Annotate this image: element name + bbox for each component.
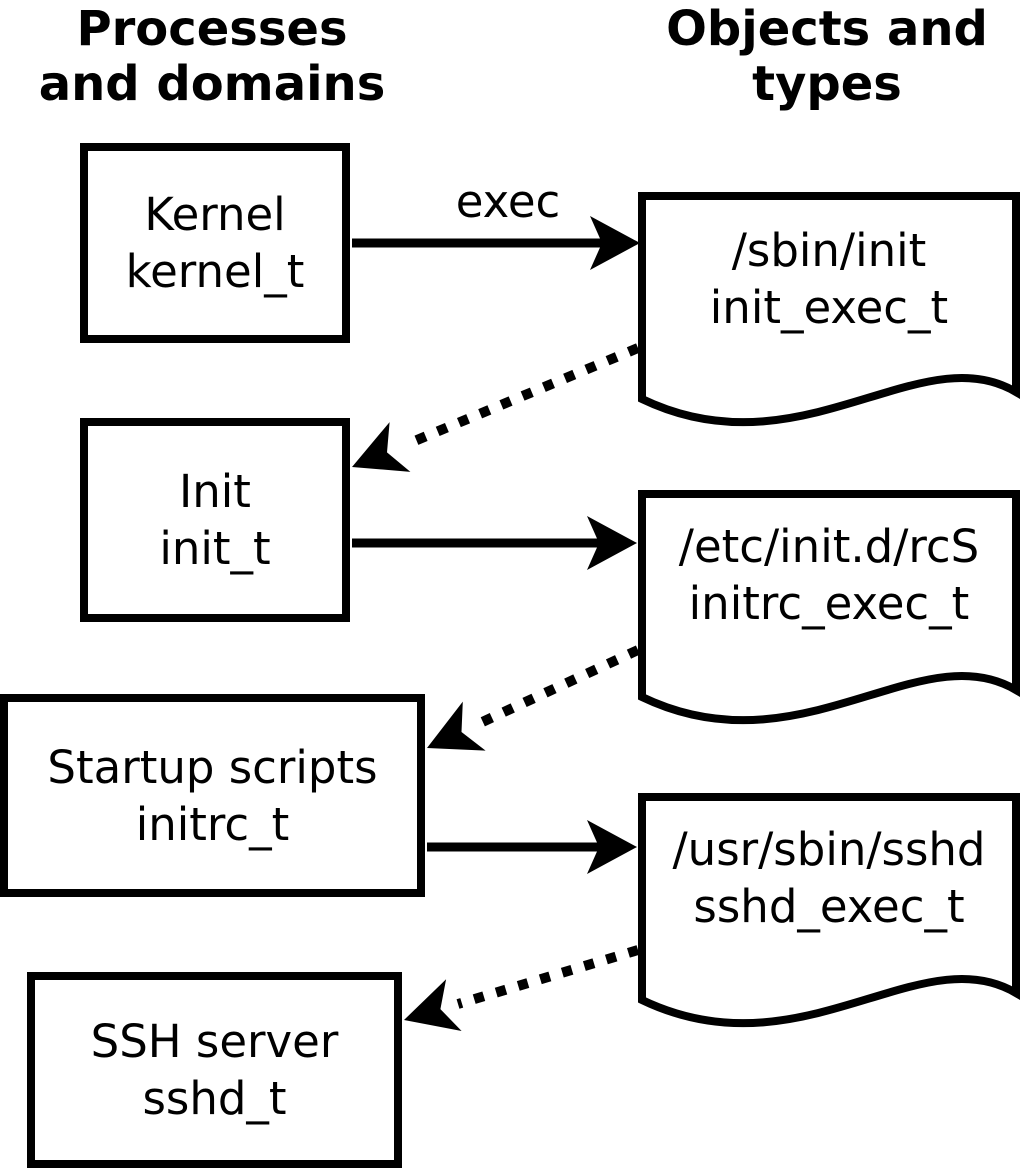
header-processes-and-domains: Processes and domains [38, 1, 386, 112]
process-domain-type: sshd_t [142, 1072, 287, 1125]
document-shape-sbin-init [638, 192, 1020, 427]
dotted-transition-arrows [352, 343, 641, 1031]
process-domain-type: kernel_t [125, 245, 305, 298]
process-box-init: Init init_t [80, 418, 350, 622]
process-name: Kernel [144, 188, 286, 241]
solid-arrowhead-kernel-to-init-exec [590, 216, 640, 270]
process-box-startup-scripts: Startup scripts initrc_t [0, 694, 425, 897]
process-box-ssh-server: SSH server sshd_t [27, 972, 402, 1168]
dotted-arrowhead-init-exec-to-init [352, 422, 411, 472]
object-doc-etc-initd-rcs: /etc/init.d/rcS initrc_exec_t [646, 518, 1012, 632]
solid-arrowhead-init-to-initrc-exec [587, 516, 637, 570]
solid-arrowhead-initrc-to-sshd-exec [587, 820, 637, 874]
document-shape-usr-sbin-sshd [638, 793, 1020, 1028]
document-shape-etc-initd-rcs [638, 490, 1020, 725]
dotted-arrow-init-exec-to-init [403, 343, 640, 450]
object-path: /sbin/init [731, 224, 927, 277]
header-objects-and-types: Objects and types [666, 1, 988, 112]
object-path: /usr/sbin/sshd [672, 823, 986, 876]
process-name: Startup scripts [47, 740, 378, 794]
object-type: init_exec_t [709, 281, 949, 334]
object-doc-usr-sbin-sshd: /usr/sbin/sshd sshd_exec_t [646, 821, 1012, 935]
object-type: sshd_exec_t [693, 880, 965, 933]
dotted-arrow-initrc-exec-to-initrc [475, 645, 641, 729]
process-domain-type: initrc_t [135, 797, 290, 851]
object-path: /etc/init.d/rcS [678, 520, 980, 573]
dotted-arrow-sshd-exec-to-sshd [456, 945, 640, 1009]
dotted-arrowhead-sshd-exec-to-sshd [404, 979, 462, 1031]
process-name: SSH server [90, 1015, 339, 1068]
exec-arrow-label: exec [455, 175, 561, 228]
document-shapes [638, 192, 1020, 1028]
process-domain-type: init_t [159, 522, 271, 575]
object-type: initrc_exec_t [688, 577, 970, 630]
process-name: Init [179, 465, 251, 518]
dotted-arrowhead-initrc-exec-to-initrc [427, 701, 486, 751]
solid-exec-arrows [352, 216, 640, 874]
process-box-kernel: Kernel kernel_t [80, 143, 350, 343]
object-doc-sbin-init: /sbin/init init_exec_t [646, 222, 1012, 336]
